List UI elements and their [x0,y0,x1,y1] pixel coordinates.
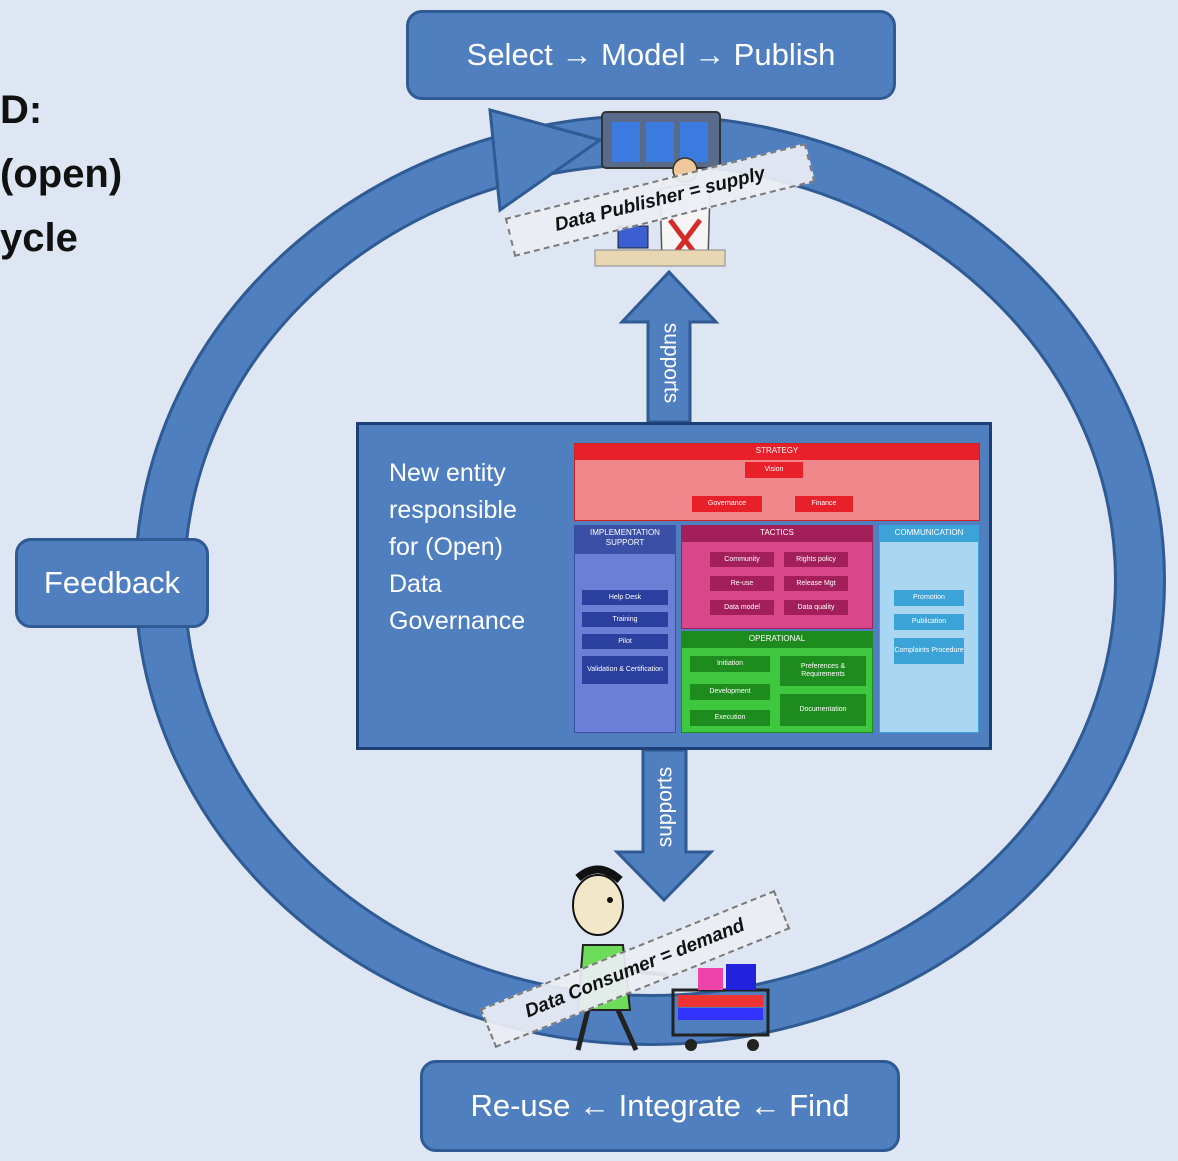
strategy-item-governance: Governance [692,496,762,512]
title-line-2: (open) [0,152,123,196]
feedback-stage-label: Feedback [43,565,181,600]
server-screen-2 [646,122,674,162]
implementation-header: IMPLEMENTATION SUPPORT [575,526,675,554]
tactics-item-rights-policy: Rights policy [784,552,848,567]
comm-item-promotion: Promotion [894,590,964,606]
operational-layer: OPERATIONAL Initiation Preferences & Req… [681,631,873,733]
tactics-layer: TACTICS Community Rights policy Re-use R… [681,525,873,629]
entity-description: New entity responsible for (Open) Data G… [389,459,526,635]
cart-item-blue [678,1008,763,1020]
impl-item-validation: Validation & Certification [582,656,668,684]
comm-item-complaints: Complaints Procedure [894,638,964,664]
tactics-item-data-model: Data model [710,600,774,615]
cart-wheel-left [685,1039,697,1051]
consume-stage-label: Re-use ← Integrate ← Find [470,1088,850,1123]
tactics-item-data-quality: Data quality [784,600,848,615]
publish-stage-box: Select → Model → Publish [406,10,896,100]
consumer-legs [575,1008,639,1052]
operational-header: OPERATIONAL [682,632,872,648]
title-line-1: D: [0,88,43,132]
cart-item-red [678,995,763,1007]
publish-stage-label: Select → Model → Publish [466,37,836,72]
tactics-item-reuse: Re-use [710,576,774,591]
publisher-desk [594,249,726,267]
strategy-header: STRATEGY [575,444,979,460]
impl-item-training: Training [582,612,668,627]
supports-down-arrow [613,748,715,903]
title-line-3: ycle [0,216,78,260]
supports-up-arrow [618,269,720,424]
impl-item-pilot: Pilot [582,634,668,649]
cart-box-pink [698,968,723,990]
server-screen-3 [680,122,708,162]
communication-layer: COMMUNICATION Promotion Publication Comp… [879,525,979,733]
op-item-initiation: Initiation [690,656,770,672]
cart-wheel-right [747,1039,759,1051]
op-item-preferences: Preferences & Requirements [780,656,866,686]
consumer-eye [607,897,613,903]
server-screen-1 [612,122,640,162]
cart-box-blue [726,964,756,990]
ring-arrowhead [488,107,604,213]
feedback-stage-box: Feedback [15,538,209,628]
implementation-layer: IMPLEMENTATION SUPPORT Help Desk Trainin… [574,525,676,733]
consume-stage-box: Re-use ← Integrate ← Find [420,1060,900,1152]
strategy-layer: STRATEGY Vision Governance Finance [574,443,980,521]
op-item-development: Development [690,684,770,700]
supports-up-label: supports [659,322,683,404]
tactics-header: TACTICS [682,526,872,542]
supports-down-label-wrap: supports [650,752,680,862]
op-item-execution: Execution [690,710,770,726]
communication-header: COMMUNICATION [880,526,978,542]
tactics-item-release-mgt: Release Mgt [784,576,848,591]
supports-down-label: supports [653,766,677,848]
governance-entity-panel: New entity responsible for (Open) Data G… [356,422,992,750]
comm-item-publication: Publication [894,614,964,630]
consumer-hair [575,865,623,884]
impl-item-help-desk: Help Desk [582,590,668,605]
tactics-item-community: Community [710,552,774,567]
supports-up-label-wrap: supports [655,308,685,418]
strategy-item-vision: Vision [745,462,803,478]
strategy-item-finance: Finance [795,496,853,512]
op-item-documentation: Documentation [780,694,866,726]
consumer-head [572,874,624,936]
